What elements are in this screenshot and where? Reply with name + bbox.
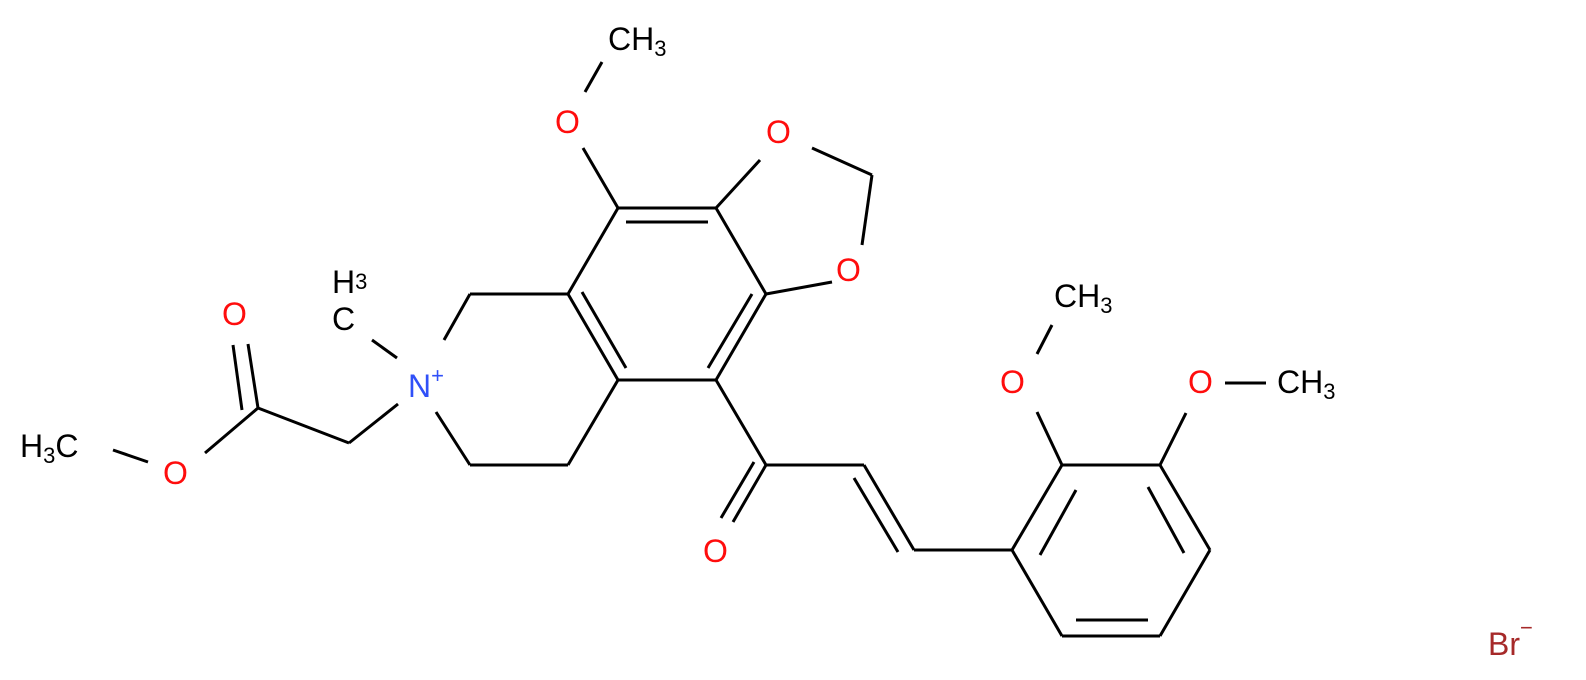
oxygen-label: O (1000, 364, 1025, 400)
methyl-label: H3C (20, 428, 78, 468)
bond (434, 411, 472, 466)
methyl-label: CH3 (608, 21, 666, 61)
oxygen-label: O (163, 455, 188, 491)
bond (1146, 486, 1186, 554)
oxygen-label: O (766, 114, 791, 150)
oxygen-label: O (836, 252, 861, 288)
bond (714, 293, 768, 381)
bond (731, 464, 768, 523)
bond (204, 406, 259, 455)
methyl-label: C (332, 301, 355, 337)
oxygen-label: O (222, 296, 247, 332)
bond (1158, 464, 1212, 551)
bond (580, 291, 628, 369)
bond (257, 406, 350, 445)
nitrogen-label: N+ (408, 363, 444, 404)
bond (706, 293, 754, 369)
bond (566, 207, 620, 295)
bond (1158, 549, 1212, 637)
bond (714, 207, 768, 295)
bond (714, 158, 762, 210)
methyl-label: CH3 (1054, 278, 1112, 318)
bond (231, 344, 244, 411)
bond (246, 343, 260, 409)
bond (1035, 411, 1064, 466)
methyl-label: H3 (332, 264, 367, 300)
bond (1038, 489, 1078, 556)
bond (442, 293, 472, 341)
bond (1035, 324, 1054, 355)
bond (1010, 549, 1064, 637)
bond (860, 174, 874, 246)
methyl-label: CH3 (1277, 364, 1335, 404)
bond (862, 464, 916, 551)
bond (714, 379, 768, 466)
bond (719, 461, 756, 519)
oxygen-label: O (555, 104, 580, 140)
bromide-label: Br− (1488, 615, 1533, 662)
bond (566, 293, 620, 381)
bond (852, 477, 900, 553)
bond (566, 379, 620, 466)
bond (1010, 464, 1064, 551)
bond (583, 61, 604, 93)
oxygen-label: O (703, 533, 728, 569)
bond (765, 280, 833, 296)
bond (581, 147, 620, 209)
bond (348, 402, 399, 445)
bond (112, 448, 149, 464)
bond (1158, 412, 1188, 466)
oxygen-label: O (1188, 364, 1213, 400)
bond (811, 146, 873, 177)
bond (371, 338, 398, 360)
